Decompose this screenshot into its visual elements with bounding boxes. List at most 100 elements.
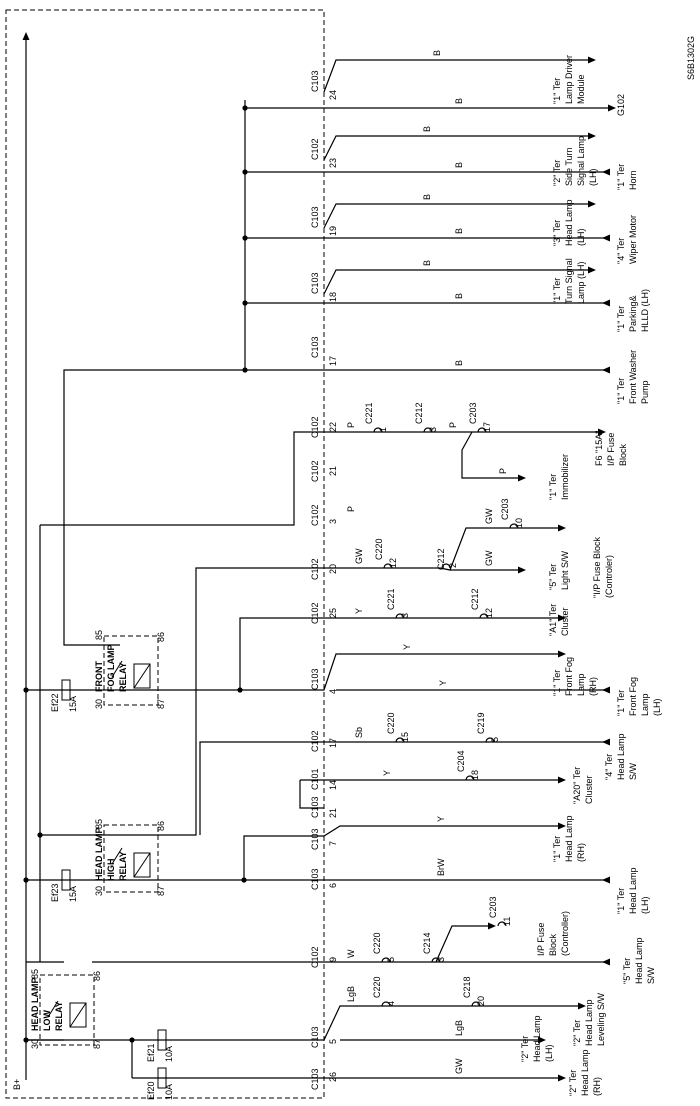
label: C221 (386, 588, 396, 610)
fuse-rating: 10A (164, 1084, 174, 1100)
label: Sb (354, 727, 364, 738)
relay-switch (111, 660, 123, 678)
label: 85 (94, 630, 104, 640)
label: "2" Ter (572, 1020, 582, 1046)
label: Y (438, 680, 448, 686)
label: 86 (92, 971, 102, 981)
label: 19 (328, 226, 338, 236)
label: 4 (328, 689, 338, 694)
relay-title: RELAY (118, 662, 128, 692)
label: C103 (310, 70, 320, 92)
fuse-ef20 (157, 1067, 167, 1089)
relay-switch (47, 1000, 59, 1018)
label: 15 (400, 732, 410, 742)
label: 26 (328, 1072, 338, 1082)
label: C220 (374, 538, 384, 560)
label: 14 (328, 780, 338, 790)
relay-title: FOG LAMP (106, 645, 116, 693)
wire (323, 59, 590, 93)
label: I/P Fuse (536, 923, 546, 956)
label: LgB (346, 986, 356, 1002)
label: 7 (328, 841, 338, 846)
arrow-head (602, 299, 610, 307)
label: GW (484, 550, 494, 566)
label: "1" Ter (616, 888, 626, 914)
wire (243, 825, 560, 880)
label: Head Lamp (628, 867, 638, 914)
label: HLLD (LH) (640, 289, 650, 332)
arrow-head (558, 524, 566, 532)
label: Parking& (628, 295, 638, 332)
arrow-head (588, 132, 596, 140)
arrow-head (558, 614, 566, 622)
label: Cluster (560, 607, 570, 636)
relay-title: RELAY (54, 1001, 64, 1031)
label: "2" Ter (568, 1070, 578, 1096)
label: 85 (30, 969, 40, 979)
label: B (422, 260, 432, 266)
label: C203 (488, 896, 498, 918)
label: (RH) (576, 843, 586, 862)
label: "A20" Ter (572, 767, 582, 804)
label: 23 (328, 158, 338, 168)
relay-coil (133, 663, 151, 689)
label: Block (618, 443, 628, 466)
label: "1" Ter (616, 378, 626, 404)
arrow-head (558, 1074, 566, 1082)
wire (132, 1005, 580, 1041)
label: 17 (482, 422, 492, 432)
label: 30 (30, 1039, 40, 1049)
label: Lamp (LH) (576, 261, 586, 304)
label: "1" Ter (548, 474, 558, 500)
label: 86 (156, 821, 166, 831)
label: Light S/W (560, 550, 570, 590)
wire (323, 135, 590, 161)
arrow-head (602, 738, 610, 746)
connector-symbol (373, 427, 383, 433)
arrow-head (602, 234, 610, 242)
label: 9 (328, 957, 338, 962)
fuse-label: Ef23 (50, 883, 60, 902)
connector-symbol (395, 613, 405, 619)
connector-symbol (383, 563, 393, 569)
label: 18 (470, 770, 480, 780)
label: 5 (386, 957, 396, 962)
label: 85 (94, 819, 104, 829)
label: 11 (502, 917, 512, 926)
label: "5" Ter (548, 564, 558, 590)
label: Y (382, 770, 392, 776)
label: C102 (310, 138, 320, 160)
wire (461, 431, 520, 479)
label: (Controler) (604, 555, 614, 598)
label: "I/P Fuse Block (592, 536, 602, 598)
label: Module (576, 74, 586, 104)
connector-symbol (381, 1001, 391, 1007)
label: 87 (156, 886, 166, 896)
relay-coil-mark (69, 1002, 87, 1028)
junction-dot (23, 877, 29, 883)
relay-coil (133, 852, 151, 878)
label: B (454, 360, 464, 366)
label: 17 (328, 738, 338, 748)
label: Pump (640, 380, 650, 404)
fuse-label: Ef20 (146, 1081, 156, 1100)
label: 3 (428, 427, 438, 432)
label: Head Lamp (634, 937, 644, 984)
label: "1" Ter (616, 306, 626, 332)
diagram-id: S6B1302G (686, 36, 696, 80)
label: 3 (328, 519, 338, 524)
label: "2" Ter (520, 1036, 530, 1062)
label: "1" Ter (616, 690, 626, 716)
label: C203 (468, 402, 478, 424)
label: B (454, 293, 464, 299)
label: Lamp Driver (564, 55, 574, 104)
label: C221 (364, 402, 374, 424)
head-lamp-high-relay (103, 824, 159, 893)
label: C103 (310, 336, 320, 358)
label: GW (354, 548, 364, 564)
label: Head Lamp (564, 815, 574, 862)
arrow-head (602, 876, 610, 884)
connector-symbol (431, 957, 441, 963)
label: Lamp (576, 673, 586, 696)
